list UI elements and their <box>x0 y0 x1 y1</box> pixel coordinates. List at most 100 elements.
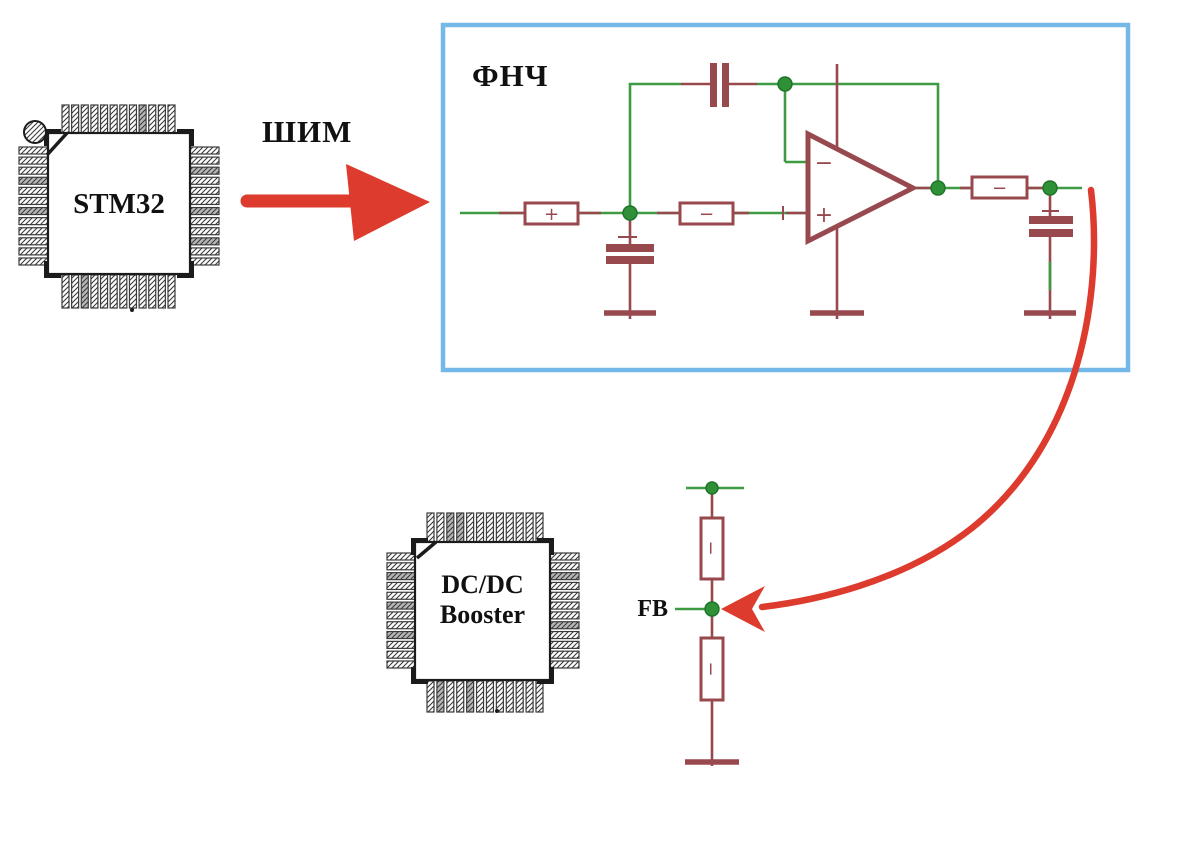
chip-pin <box>549 650 580 659</box>
chip-pin <box>188 237 220 246</box>
resistor-r4-mark: − <box>700 540 721 555</box>
chip-pin <box>386 562 417 571</box>
chip-bottom-mark <box>130 308 134 312</box>
chip-pin <box>446 512 455 545</box>
chip-pin <box>549 640 580 649</box>
chip-pin <box>109 104 118 136</box>
chip-pin <box>99 104 109 136</box>
chip-pin <box>188 196 220 206</box>
junction-dot <box>1042 180 1058 196</box>
feedback-divider: − − <box>675 481 744 766</box>
capacitor-c3 <box>1029 216 1073 237</box>
chip-pin <box>18 166 50 175</box>
dcdc-booster-chip-package <box>386 512 580 713</box>
capacitor-feedback <box>710 63 729 107</box>
capacitor-c1 <box>606 244 654 264</box>
stm32-label: STM32 <box>73 188 165 220</box>
chip-pin <box>549 572 580 581</box>
chip-pin <box>485 680 495 713</box>
junction-dot <box>777 76 793 92</box>
chip-pin <box>71 104 80 136</box>
chip-pin <box>495 680 504 713</box>
fb-junction-dot <box>704 601 720 617</box>
pin1-circle-marker <box>23 120 47 144</box>
chip-pin <box>188 186 220 195</box>
pwm-label: ШИМ <box>262 114 353 149</box>
chip-body <box>46 131 192 276</box>
chip-corner-mark <box>177 261 194 278</box>
chip-pin <box>61 274 70 309</box>
chip-pin <box>505 680 514 713</box>
chip-pin <box>456 680 465 713</box>
chip-pin <box>18 227 50 236</box>
chip-pin <box>515 680 524 713</box>
chip-pin <box>549 552 580 561</box>
chip-pin <box>436 512 445 545</box>
chip-pin <box>148 104 157 136</box>
resistor-r5-mark: − <box>700 661 721 676</box>
chip-bottom-mark <box>495 709 499 713</box>
chip-pin <box>386 660 417 669</box>
chip-corner-mark <box>411 538 428 555</box>
pwm-arrow-icon <box>240 164 430 241</box>
feedback-arrow-icon <box>721 186 1098 632</box>
chip-pin <box>386 650 417 659</box>
chip-pin <box>549 581 580 591</box>
chip-pin <box>18 196 50 206</box>
resistor-r4: − <box>699 516 725 581</box>
chip-pin <box>549 611 580 620</box>
chip-pin <box>99 274 109 309</box>
chip-pin <box>188 176 220 185</box>
opamp-inverting-mark: − <box>815 151 833 176</box>
chip-pin <box>525 512 534 545</box>
chip-pin <box>466 680 475 713</box>
chip-pin <box>456 512 465 545</box>
resistor-r3: − <box>970 175 1029 200</box>
chip-pin <box>80 104 89 136</box>
chip-pin <box>466 512 475 545</box>
chip-pin <box>549 591 580 600</box>
chip-pin <box>386 611 417 620</box>
chip-pin <box>549 630 580 640</box>
chip-pin <box>436 680 445 713</box>
chip-pin <box>167 274 176 309</box>
chip-pin <box>18 156 50 165</box>
chip-pin <box>188 206 220 216</box>
resistor-r1: + <box>523 201 580 226</box>
pin1-slash-mark <box>415 540 438 560</box>
resistor-r2-mark: − <box>699 204 714 225</box>
chip-pin <box>446 680 455 713</box>
chip-pin <box>18 217 50 226</box>
fb-pin-label: FB <box>637 596 668 622</box>
chip-pin <box>549 660 580 669</box>
chip-pin <box>119 104 128 136</box>
chip-pin <box>80 274 89 309</box>
chip-pin <box>18 146 50 155</box>
chip-pin <box>386 591 417 600</box>
lpf-box-border <box>440 22 1131 373</box>
lpf-circuit: + − − <box>460 63 1082 319</box>
junction-dot <box>930 180 946 196</box>
chip-pin <box>18 176 50 185</box>
chip-pin <box>90 274 99 309</box>
chip-pin <box>549 601 580 610</box>
chip-pin <box>386 572 417 581</box>
chip-pin <box>549 621 580 630</box>
chip-pin <box>128 104 138 136</box>
dcdc-label-line1: DC/DC <box>441 570 524 599</box>
feedback-wire-right <box>757 82 940 188</box>
chip-pin <box>61 104 70 136</box>
chip-pin <box>475 680 485 713</box>
chip-pin <box>148 274 157 309</box>
chip-pin <box>386 630 417 640</box>
chip-pin <box>495 512 504 545</box>
chip-pin <box>475 512 485 545</box>
chip-pin <box>138 104 147 136</box>
lpf-box-label: ФНЧ <box>472 58 549 93</box>
chip-corner-mark <box>44 261 61 278</box>
chip-pin <box>119 274 128 309</box>
chip-pin <box>157 104 166 136</box>
chip-pin <box>426 512 435 545</box>
opamp: − + <box>805 64 919 319</box>
chip-pin <box>128 274 138 309</box>
